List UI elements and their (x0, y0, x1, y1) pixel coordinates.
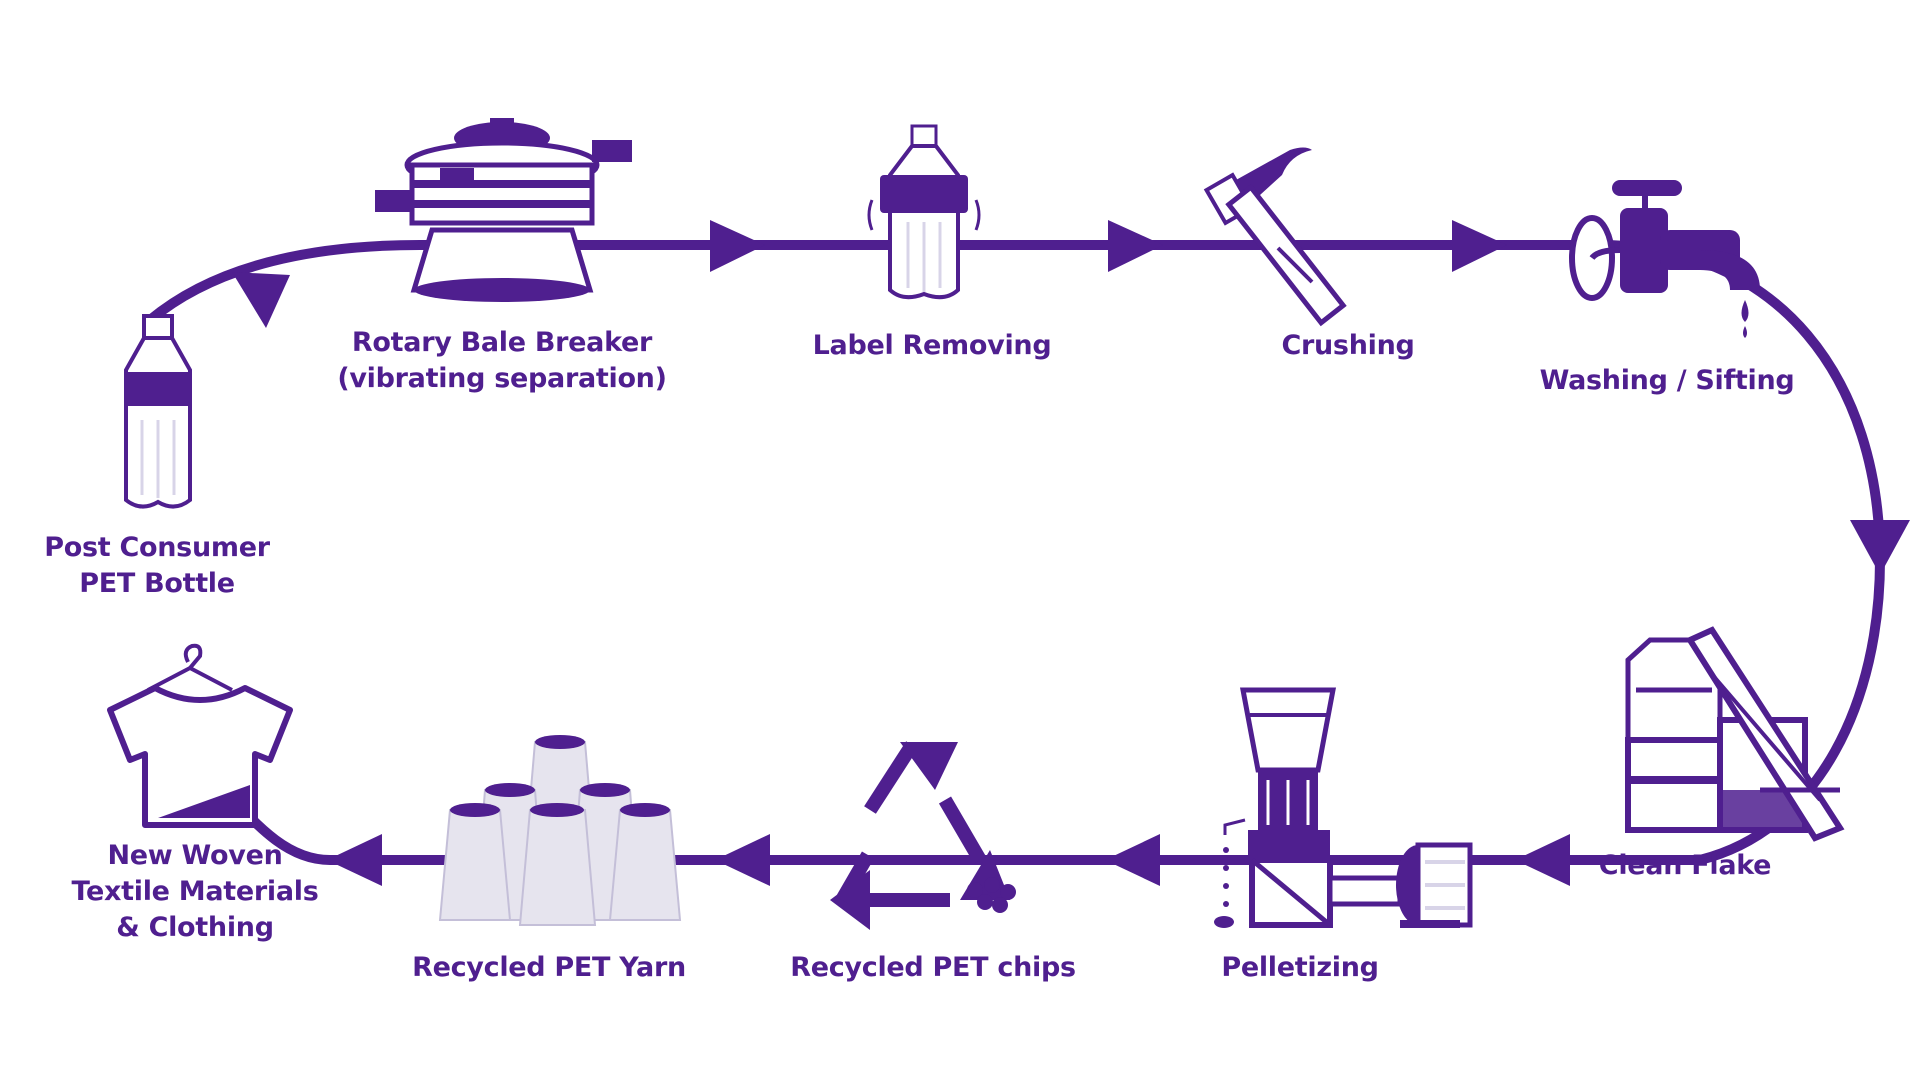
step-label-line: Label Removing (812, 330, 1052, 361)
flow-arrow (1515, 834, 1570, 886)
flow-arrow (1452, 220, 1507, 272)
pet-bottle-icon (124, 314, 192, 509)
step-label-line: Post Consumer (44, 532, 270, 563)
step-label-line: Washing / Sifting (1539, 365, 1795, 396)
flow-arrow (1105, 834, 1160, 886)
hammer-icon (1203, 147, 1347, 327)
flow-arrow (710, 220, 765, 272)
step-label-line: Textile Materials (71, 876, 319, 907)
step-label-line: PET Bottle (79, 568, 235, 599)
step-label-line: Clean Flake (1598, 850, 1772, 881)
step-label-clean-flake: Clean Flake (1598, 848, 1772, 884)
flow-arrow (327, 834, 382, 886)
step-label-post-consumer-pet-bottle: Post Consumer PET Bottle (44, 530, 270, 602)
step-label-label-removing: Label Removing (813, 328, 1052, 364)
flow-arrow (1850, 520, 1910, 575)
pelletizer-machine-icon (1214, 687, 1473, 928)
step-label-new-woven-textile: New Woven Textile Materials & Clothing (71, 838, 318, 946)
label-removing-bottle-icon (867, 124, 981, 300)
recycle-symbol-icon (830, 741, 1016, 930)
step-label-recycled-pet-chips: Recycled PET chips (790, 950, 1076, 986)
step-label-rotary-bale-breaker: Rotary Bale Breaker (vibrating separatio… (337, 325, 667, 397)
step-label-line: Rotary Bale Breaker (351, 327, 653, 358)
water-tap-icon (1569, 180, 1760, 338)
flow-arrow (715, 834, 770, 886)
flow-arrow (232, 272, 290, 328)
tshirt-hanger-icon (107, 643, 293, 828)
yarn-spools-icon (438, 735, 682, 926)
step-label-crushing: Crushing (1281, 328, 1414, 364)
step-label-pelletizing: Pelletizing (1221, 950, 1379, 986)
step-label-line: & Clothing (116, 912, 274, 943)
step-label-line: Recycled PET Yarn (412, 952, 686, 983)
step-label-line: Crushing (1281, 330, 1415, 361)
step-label-line: New Woven (107, 840, 283, 871)
flow-arrow (1108, 220, 1163, 272)
step-label-line: Recycled PET chips (790, 952, 1076, 983)
step-label-recycled-pet-yarn: Recycled PET Yarn (412, 950, 686, 986)
step-label-washing-sifting: Washing / Sifting (1540, 363, 1795, 399)
conveyor-machine-icon (1625, 626, 1845, 842)
step-label-line: Pelletizing (1221, 952, 1379, 983)
rotary-bale-breaker-icon (375, 118, 632, 302)
step-label-line: (vibrating separation) (337, 363, 667, 394)
